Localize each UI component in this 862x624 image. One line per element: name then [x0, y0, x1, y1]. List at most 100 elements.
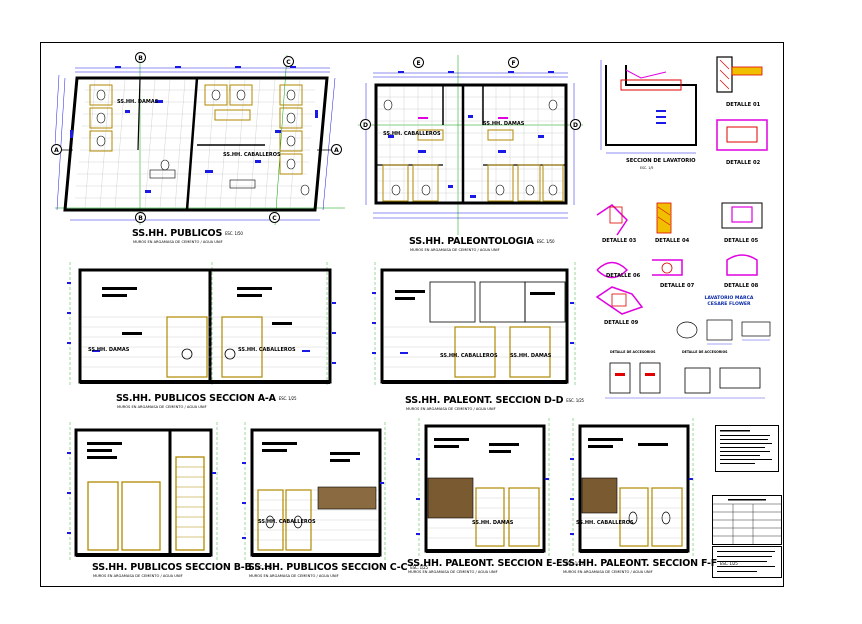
detail-09-title: DETALLE 09	[604, 320, 639, 326]
details-row-3-drawing	[595, 286, 644, 315]
section-cc-title-text: SS.HH. PUBLICOS SECCION C-C	[248, 562, 408, 573]
section-aa-drawing	[67, 262, 336, 387]
detail-01	[712, 52, 772, 102]
detail-03-title: DETALLE 03	[602, 238, 637, 244]
plan-publicos-title-text: SS.HH. PUBLICOS	[132, 228, 223, 239]
section-dd-title-text: SS.HH. PALEONT. SECCION D-D	[405, 395, 564, 406]
plan-paleont-room-caballeros: SS.HH. CABALLEROS	[383, 131, 441, 137]
plan-publicos-room-damas: SS.HH. DAMAS	[117, 99, 159, 105]
section-aa-subtitle: MUROS EN ARGAMASA DE CEMENTO / AGUA UNIF	[117, 405, 207, 409]
sheet-frame	[40, 42, 784, 587]
plan-publicos: SS.HH. DAMAS SS.HH. CABALLEROS A A B B C…	[51, 50, 345, 245]
details-row-3	[592, 282, 652, 322]
section-ee: SS.HH. DAMAS	[414, 418, 554, 558]
details-row-2-drawing	[596, 254, 758, 279]
detail-02-drawing	[716, 119, 768, 151]
section-dd: SS.HH. CABALLEROS SS.HH. DAMAS	[370, 262, 580, 392]
section-ee-scale: ESC. 1/25	[565, 561, 583, 566]
plan-paleont: SS.HH. CABALLEROS SS.HH. DAMAS D D E F	[358, 55, 583, 235]
lavatorio-marca-title: LAVATORIO MARCA CESARE FLOWER	[704, 296, 754, 307]
title-block	[712, 495, 782, 545]
lavatorio-section-scale: ESC. 1/5	[640, 166, 654, 170]
section-aa-title-text: SS.HH. PUBLICOS SECCION A-A	[116, 393, 276, 404]
plan-publicos-room-caballeros: SS.HH. CABALLEROS	[223, 152, 281, 158]
section-bb	[62, 422, 227, 562]
lavatorio-section-detail	[596, 50, 706, 170]
legend-box	[715, 425, 779, 472]
lavatorio-marca-drawing	[672, 310, 777, 348]
section-cc: SS.HH. CABALLEROS	[240, 422, 390, 562]
section-aa-scale: ESC. 1/25	[278, 396, 297, 401]
section-dd-drawing	[372, 262, 576, 387]
cut-marker-d-left: D	[360, 119, 371, 130]
section-ff: SS.HH. CABALLEROS	[568, 418, 698, 558]
section-ee-title-text: SS.HH. PALEONT. SECCION E-E	[407, 558, 563, 569]
accesorios-svg	[605, 362, 765, 399]
section-aa: SS.HH. DAMAS SS.HH. CABALLEROS	[62, 262, 347, 392]
plan-publicos-drawing	[55, 54, 345, 226]
cut-marker-a-left: A	[51, 144, 62, 155]
section-dd-room-caballeros: SS.HH. CABALLEROS	[440, 353, 498, 359]
section-ee-room-damas: SS.HH. DAMAS	[472, 520, 514, 526]
section-bb-drawing	[67, 422, 218, 560]
cut-marker-b-top: B	[135, 52, 146, 63]
details-row-2	[592, 250, 777, 290]
details-row-1	[592, 195, 777, 250]
plan-paleont-drawing	[358, 55, 583, 235]
detail-08-title: DETALLE 08	[724, 283, 759, 289]
lavatorio-section-title: SECCION DE LAVATORIO	[626, 158, 696, 164]
section-ee-drawing	[416, 418, 550, 556]
detail-06-title: DETALLE 06	[606, 273, 641, 279]
detail-01-title: DETALLE 01	[726, 102, 761, 108]
section-bb-title-text: SS.HH. PUBLICOS SECCION B-B	[92, 562, 252, 573]
detail-02	[712, 115, 772, 160]
section-dd-subtitle: MUROS EN ARGAMASA DE CEMENTO / AGUA UNIF	[406, 407, 496, 411]
section-cc-drawing	[242, 422, 386, 560]
section-dd-scale: ESC. 1/25	[566, 398, 584, 403]
section-cc-room-caballeros: SS.HH. CABALLEROS	[258, 519, 316, 525]
section-aa-room-caballeros: SS.HH. CABALLEROS	[238, 347, 296, 353]
section-dd-room-damas: SS.HH. DAMAS	[510, 353, 552, 359]
detail-05-title: DETALLE 05	[724, 238, 759, 244]
accesorios-title-1: DETALLE DE ACCESORIOS	[610, 350, 656, 354]
details-row-1-drawing	[596, 202, 763, 236]
section-ee-subtitle: MUROS EN ARGAMASA DE CEMENTO / AGUA UNIF	[408, 570, 498, 574]
section-cc-scale: ESC. 1/25	[410, 565, 428, 570]
detail-04-title: DETALLE 04	[655, 238, 690, 244]
detail-01-drawing	[716, 56, 763, 93]
plan-publicos-subtitle: MUROS EN ARGAMASA DE CEMENTO / AGUA UNIF	[133, 240, 223, 244]
detail-07-title: DETALLE 07	[660, 283, 695, 289]
plan-paleont-subtitle: MUROS EN ARGAMASA DE CEMENTO / AGUA UNIF	[410, 248, 500, 252]
cut-marker-b-bottom: B	[135, 212, 146, 223]
cut-marker-a-right: A	[331, 144, 342, 155]
plan-publicos-scale: ESC. 1/50	[225, 231, 243, 236]
section-aa-room-damas: SS.HH. DAMAS	[88, 347, 130, 353]
section-ff-scale: ESC. 1/25	[720, 561, 738, 566]
cut-marker-d-right: D	[570, 119, 581, 130]
title-block-lower-lines	[717, 551, 775, 572]
lavatorio-section-drawing	[600, 60, 697, 154]
cut-marker-c-bottom: C	[269, 212, 280, 223]
section-ff-title-text: SS.HH. PALEONT. SECCION F-F	[562, 558, 718, 569]
section-ff-room-caballeros: SS.HH. CABALLEROS	[576, 520, 634, 526]
lavatorio-marca-svg	[676, 319, 771, 345]
accesorios-title-2: DETALLE DE ACCESORIOS	[682, 350, 728, 354]
title-block-lower	[712, 546, 782, 578]
cut-marker-f-top: F	[508, 57, 519, 68]
section-bb-subtitle: MUROS EN ARGAMASA DE CEMENTO / AGUA UNIF	[93, 574, 183, 578]
title-block-grid	[713, 499, 781, 544]
cut-marker-c-top: C	[283, 56, 294, 67]
section-bb-scale: ESC. 1/25	[254, 565, 273, 570]
plan-paleont-room-damas: SS.HH. DAMAS	[483, 121, 525, 127]
detail-02-title: DETALLE 02	[726, 160, 761, 166]
section-ff-subtitle: MUROS EN ARGAMASA DE CEMENTO / AGUA UNIF	[563, 570, 653, 574]
